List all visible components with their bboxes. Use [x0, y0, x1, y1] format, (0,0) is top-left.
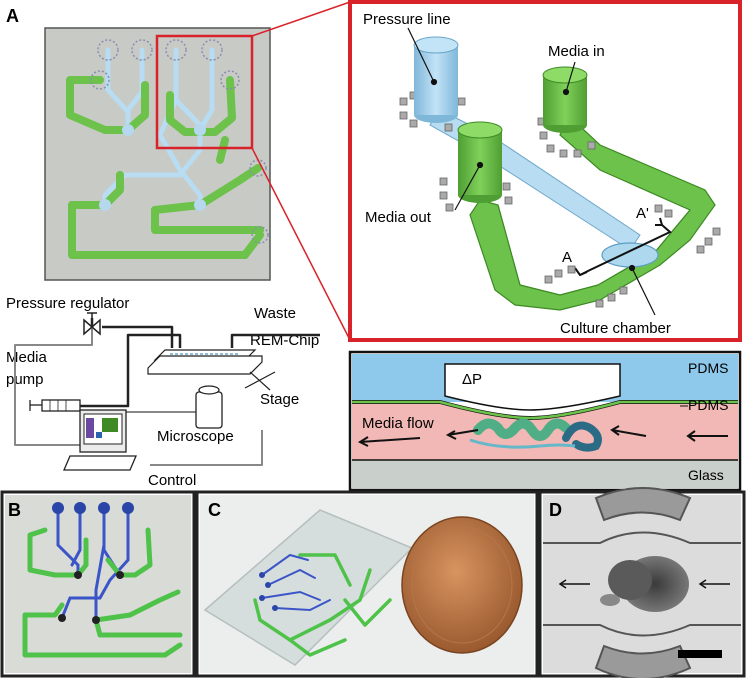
glass-layer — [352, 460, 738, 488]
culture-chamber-3d — [601, 242, 659, 268]
culture-chambers — [99, 124, 206, 211]
panel-c-blue-channels — [261, 553, 331, 612]
microscope — [195, 385, 223, 429]
pdms-membrane — [352, 400, 738, 420]
label-media-pump-2: pump — [6, 371, 44, 388]
label-waste: Waste — [254, 305, 296, 322]
support-pillars — [399, 88, 721, 308]
stage-chip — [147, 349, 263, 375]
leader-lines — [407, 27, 656, 316]
label-stage: Stage — [260, 391, 299, 408]
panel-d-flow-arrows — [558, 579, 730, 589]
section-arrow-a — [574, 267, 588, 277]
label-media-out: Media out — [365, 209, 432, 226]
bottom-arc-structure — [594, 644, 692, 678]
penny-coin — [401, 516, 523, 654]
zoom-box — [155, 34, 254, 150]
panel-c-ports — [259, 572, 278, 611]
panel-b-green-channels — [22, 527, 183, 658]
detail-3d-frame — [348, 0, 742, 342]
chip-layout — [44, 1, 351, 341]
panel-b-photo: B — [0, 490, 196, 678]
panel-d-photo: D — [538, 487, 746, 678]
control-computer — [63, 409, 137, 471]
tissue-micrograph — [600, 556, 689, 612]
penny-rim — [411, 526, 513, 644]
pressure-channels — [102, 47, 215, 208]
label-control: Control — [148, 472, 196, 489]
syringe-pump — [29, 399, 81, 412]
panel-b-ports — [52, 502, 134, 624]
label-microscope: Microscope — [157, 428, 234, 445]
label-pdms-top: PDMS — [688, 360, 728, 376]
pressure-cavity — [444, 363, 621, 411]
label-pressure-line: Pressure line — [363, 11, 451, 28]
label-pdms-membrane: PDMS — [688, 397, 728, 413]
panel-c-photo: C — [195, 490, 539, 678]
label-media-flow: Media flow — [362, 415, 434, 432]
panel-c-green-channels — [253, 553, 392, 657]
channel-wall-bottom — [543, 624, 741, 637]
zoom-line-top — [251, 1, 351, 37]
label-pressure-regulator: Pressure regulator — [6, 295, 129, 312]
detail-3d-panel: Pressure line Media in Media out Culture… — [348, 0, 742, 342]
top-arc-structure — [594, 487, 692, 522]
cross-section: ΔP PDMS PDMS Media flow Glass — [348, 350, 742, 492]
section-arrow-a-prime — [655, 217, 664, 226]
label-delta-p: ΔP — [462, 371, 482, 388]
pressure-regulator-valve — [83, 312, 101, 336]
flow-arrows — [357, 425, 728, 447]
channel-wall-top — [543, 531, 741, 544]
label-culture-chamber: Culture chamber — [560, 320, 671, 337]
media-in-port — [542, 66, 588, 133]
label-section-a: A — [562, 249, 572, 266]
panel-label-c: C — [208, 500, 221, 520]
label-media-in: Media in — [548, 43, 605, 60]
panel-label-a: A — [6, 6, 19, 26]
scale-bar — [678, 650, 722, 658]
zoom-line-bottom — [251, 147, 351, 341]
setup-schematic: Pressure regulator Waste REM-Chip Media … — [6, 295, 320, 489]
panel-label-b: B — [8, 500, 21, 520]
label-media-pump-1: Media — [6, 349, 48, 366]
label-section-a-prime: A' — [636, 205, 649, 222]
label-glass: Glass — [688, 467, 724, 483]
stage-arrows — [244, 371, 276, 391]
tissue-sample — [469, 418, 602, 452]
media-channel-3d-inner-edge — [497, 204, 691, 296]
panel-label-d: D — [549, 500, 562, 520]
